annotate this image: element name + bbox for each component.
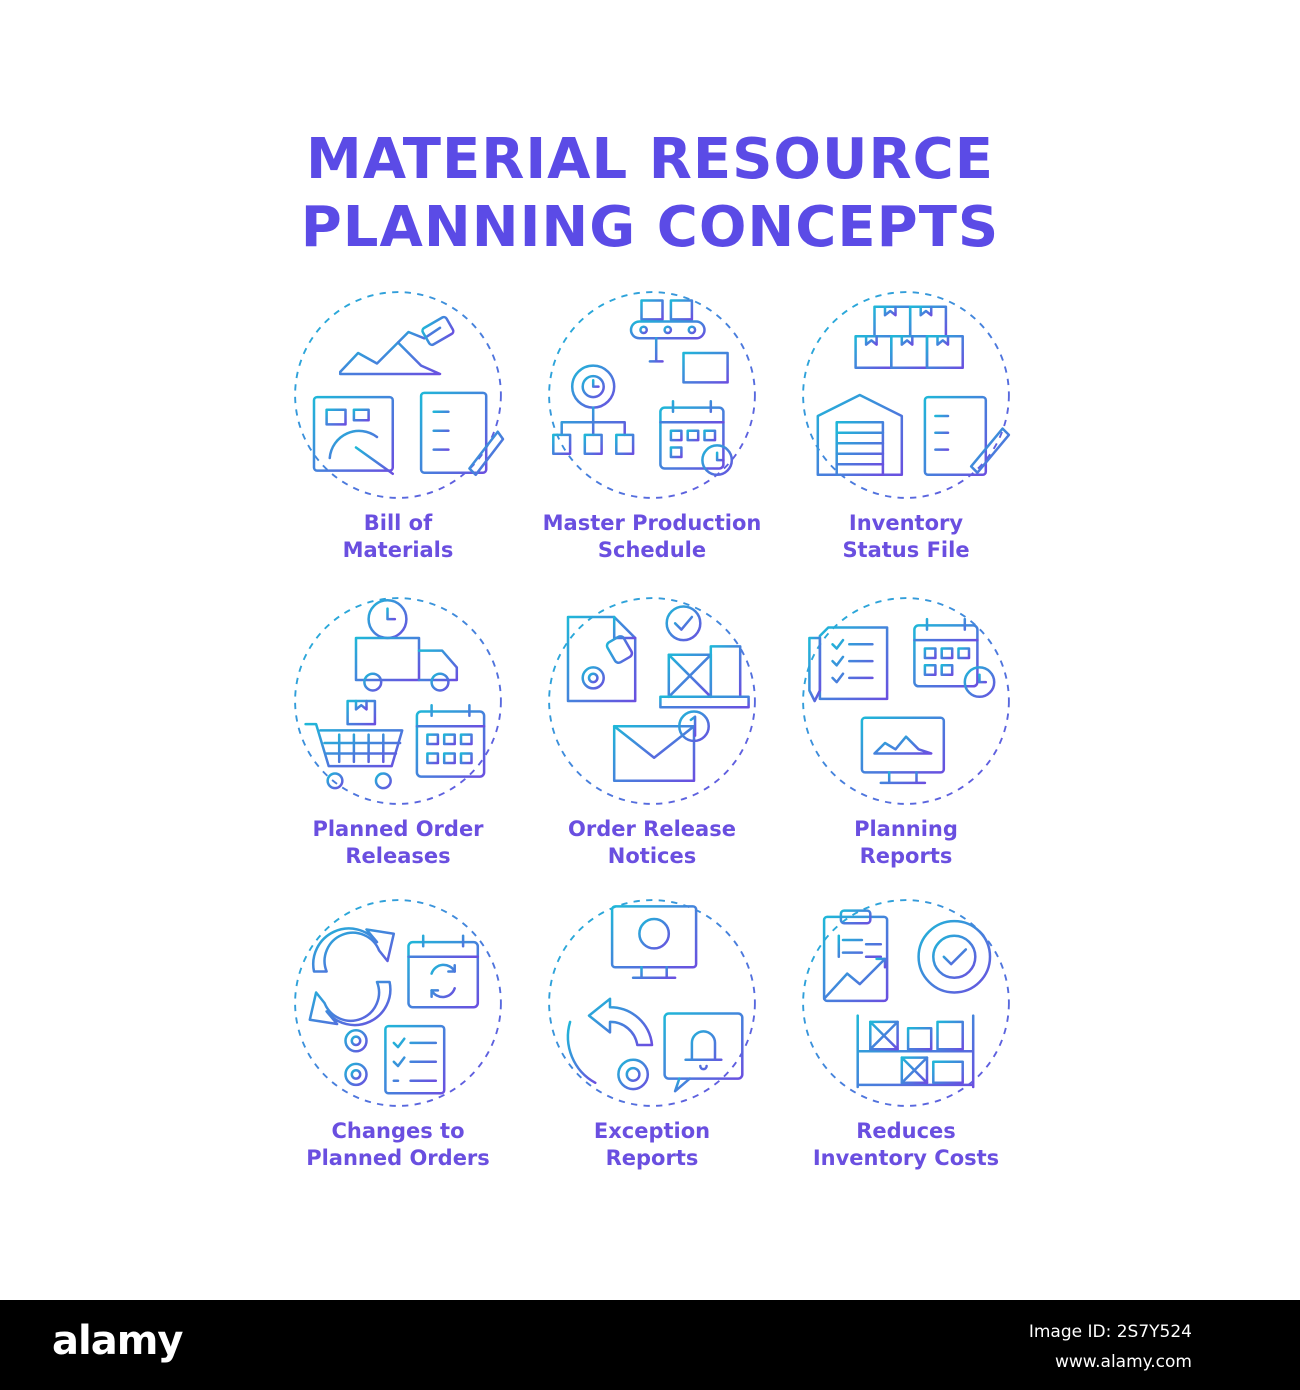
concept-label-line-2: Planned Orders [306, 1146, 490, 1170]
concept-label: Exception Reports [502, 1118, 802, 1172]
concept-label-line-1: Exception [593, 1119, 711, 1143]
reduces-inventory-costs-icon [802, 899, 1010, 1107]
concept-master-production-schedule: Master Production Schedule [522, 290, 782, 590]
stock-footer-bar: alamy Image ID: 2S7Y524 www.alamy.com [0, 1300, 1300, 1390]
dashed-circle-outline [294, 597, 502, 805]
concept-label-line-2: Reports [605, 1146, 699, 1170]
concept-label-line-2: Releases [345, 844, 451, 868]
concept-label-line-2: Reports [859, 844, 953, 868]
concept-label-line-1: Bill of [363, 511, 433, 535]
dashed-circle-outline [802, 899, 1010, 1107]
exception-reports-icon [548, 899, 756, 1107]
bill-of-materials-icon [294, 291, 505, 499]
title-line-2: PLANNING CONCEPTS [300, 195, 1000, 260]
concept-label-line-2: Status File [842, 538, 970, 562]
concept-label-line-1: Reduces [856, 1119, 956, 1143]
dashed-circle-outline [294, 291, 502, 499]
concept-exception-reports: Exception Reports [522, 898, 782, 1198]
alamy-logo: alamy [52, 1318, 183, 1364]
concept-bill-of-materials: Bill of Materials [268, 290, 528, 590]
title-line-1: MATERIAL RESOURCE [306, 127, 994, 192]
image-id-text: Image ID: 2S7Y524 [1028, 1322, 1192, 1342]
concept-changes-to-planned-orders: Changes to Planned Orders [268, 898, 528, 1198]
dashed-circle-outline [802, 597, 1010, 805]
concept-label: Order Release Notices [502, 816, 802, 870]
changes-to-planned-orders-icon [294, 899, 502, 1107]
concept-label-line-1: Changes to [331, 1119, 465, 1143]
concept-label: Planning Reports [756, 816, 1056, 870]
concept-label-line-1: Master Production [542, 511, 762, 535]
concept-label: Planned Order Releases [248, 816, 548, 870]
concept-label-line-1: Planned Order [312, 817, 484, 841]
planning-reports-icon [802, 597, 1010, 805]
concept-reduces-inventory-costs: Reduces Inventory Costs [776, 898, 1036, 1198]
concept-label: Changes to Planned Orders [248, 1118, 548, 1172]
concept-inventory-status-file: Inventory Status File [776, 290, 1036, 590]
inventory-status-file-icon [802, 291, 1011, 499]
site-url: www.alamy.com [1054, 1352, 1192, 1372]
concept-label-line-2: Schedule [597, 538, 707, 562]
master-production-schedule-icon [548, 291, 756, 499]
planned-order-releases-icon [294, 597, 502, 805]
concept-planning-reports: Planning Reports [776, 596, 1036, 896]
infographic-poster: MATERIAL RESOURCE PLANNING CONCEPTS Bill… [268, 127, 1036, 1198]
dashed-circle-outline [548, 899, 756, 1107]
concept-label-line-1: Order Release [568, 817, 736, 841]
concept-label: Inventory Status File [756, 510, 1056, 564]
order-release-notices-icon [548, 597, 756, 805]
concept-label: Bill of Materials [248, 510, 548, 564]
concept-label-line-1: Inventory [848, 511, 964, 535]
concept-label-line-1: Planning [854, 817, 958, 841]
concept-label-line-2: Materials [342, 538, 454, 562]
concept-order-release-notices: Order Release Notices [522, 596, 782, 896]
dashed-circle-outline [802, 291, 1010, 499]
concept-label: Master Production Schedule [502, 510, 802, 564]
concept-label-line-2: Inventory Costs [812, 1146, 1000, 1170]
concept-label: Reduces Inventory Costs [756, 1118, 1056, 1172]
concept-planned-order-releases: Planned Order Releases [268, 596, 528, 896]
concept-label-line-2: Notices [607, 844, 697, 868]
dashed-circle-outline [294, 899, 502, 1107]
dashed-circle-outline [548, 291, 756, 499]
dashed-circle-outline [548, 597, 756, 805]
